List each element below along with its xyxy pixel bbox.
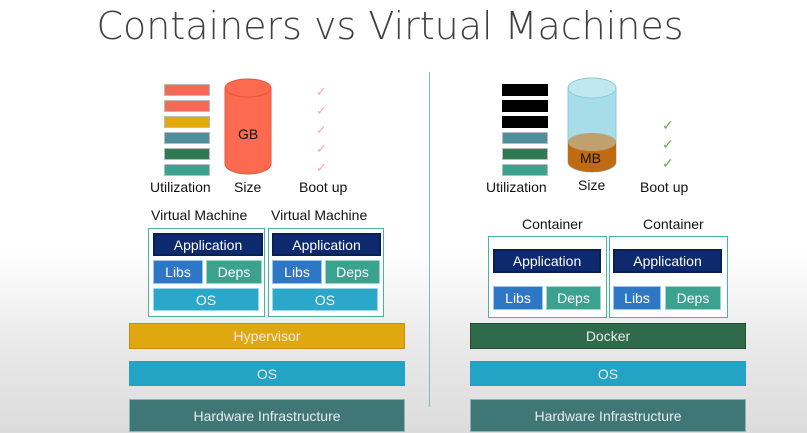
vm-hardware-layer: Hardware Infrastructure <box>129 399 405 432</box>
utilization-bar <box>164 132 210 144</box>
docker-layer: Docker <box>470 323 746 349</box>
container-bootup-checks: ✓ ✓ ✓ <box>662 116 676 173</box>
utilization-bar <box>164 100 210 112</box>
vm-application: Application <box>153 233 263 256</box>
vm-libs: Libs <box>272 260 322 284</box>
vm-utilization-label: Utilization <box>150 179 211 195</box>
utilization-bar <box>164 116 210 128</box>
utilization-bar <box>502 100 548 112</box>
container-size-cylinder <box>567 77 617 173</box>
utilization-bar <box>502 84 548 96</box>
vm-libs: Libs <box>153 260 203 284</box>
vm-label: Virtual Machine <box>151 207 248 223</box>
utilization-bar <box>502 148 548 160</box>
vm-host-os-layer: OS <box>129 361 405 386</box>
vm-size-label: Size <box>234 179 262 195</box>
vm-deps: Deps <box>206 260 262 284</box>
check-icon: ✓ <box>316 122 327 137</box>
container-application: Application <box>493 249 601 273</box>
container-size-unit: MB <box>580 150 601 166</box>
utilization-bar <box>502 132 548 144</box>
utilization-bar <box>502 164 548 176</box>
utilization-bar <box>164 84 210 96</box>
check-icon: ✓ <box>662 155 674 171</box>
vm-os: OS <box>272 288 378 311</box>
vm-size-cylinder <box>224 78 272 175</box>
container-hardware-layer: Hardware Infrastructure <box>470 399 746 432</box>
container-host-os-layer: OS <box>470 361 746 386</box>
page-title: Containers vs Virtual Machines <box>96 4 684 48</box>
vm-os: OS <box>153 288 259 311</box>
vm-label: Virtual Machine <box>271 207 368 223</box>
check-icon: ✓ <box>316 160 327 175</box>
container-libs: Libs <box>493 286 543 310</box>
hypervisor-layer: Hypervisor <box>129 323 405 349</box>
container-bootup-label: Boot up <box>640 179 689 195</box>
utilization-bar <box>164 164 210 176</box>
check-icon: ✓ <box>662 136 674 152</box>
vm-size-unit: GB <box>238 126 259 142</box>
container-size-label: Size <box>578 177 606 193</box>
utilization-bar <box>164 148 210 160</box>
container-label: Container <box>522 216 583 232</box>
vm-application: Application <box>272 233 381 256</box>
container-label: Container <box>643 216 704 232</box>
container-deps: Deps <box>665 286 721 310</box>
vm-deps: Deps <box>325 260 380 284</box>
container-libs: Libs <box>613 286 661 310</box>
vm-bootup-label: Boot up <box>299 179 348 195</box>
utilization-bar <box>502 116 548 128</box>
check-icon: ✓ <box>662 117 674 133</box>
container-utilization-label: Utilization <box>486 179 547 195</box>
container-utilization-bars <box>502 84 548 176</box>
vm-bootup-checks: ✓ ✓ ✓ ✓ ✓ <box>316 82 330 177</box>
check-icon: ✓ <box>316 103 327 118</box>
container-application: Application <box>613 249 722 273</box>
divider <box>429 72 430 407</box>
vm-utilization-bars <box>164 84 210 176</box>
check-icon: ✓ <box>316 84 327 99</box>
container-deps: Deps <box>546 286 601 310</box>
check-icon: ✓ <box>316 141 327 156</box>
